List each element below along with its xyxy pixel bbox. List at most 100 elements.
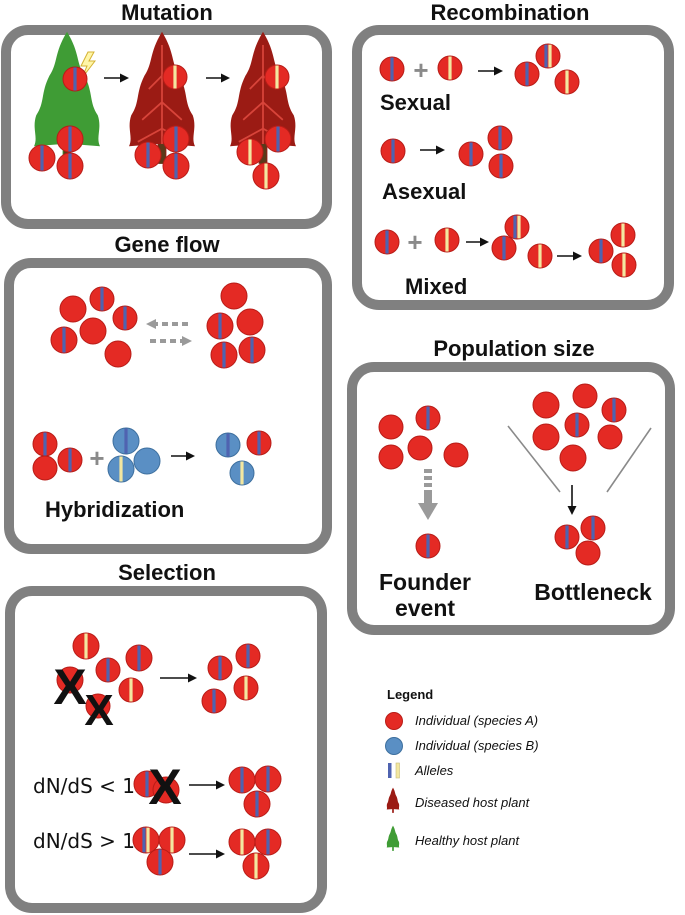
red-individual-icon xyxy=(527,243,553,269)
red-individual-icon xyxy=(380,138,406,164)
allele-blue xyxy=(391,139,395,163)
allele-blue xyxy=(222,342,226,368)
red-individual-icon xyxy=(443,442,469,468)
red-individual-icon xyxy=(50,326,78,354)
red-individual-icon xyxy=(158,826,186,854)
alleles-icon xyxy=(388,762,400,779)
legend-label-alleles: Alleles xyxy=(414,763,454,778)
red-individual-icon xyxy=(235,643,261,669)
blue-individual-icon xyxy=(107,455,135,483)
allele-yellow xyxy=(119,456,123,482)
red-individual-icon xyxy=(62,66,88,92)
red-individual-icon xyxy=(118,677,144,703)
allele-blue xyxy=(123,306,127,330)
x-mark-icon: X xyxy=(53,659,86,715)
mixed-label: Mixed xyxy=(405,274,467,299)
allele-blue xyxy=(240,767,244,793)
allele-blue xyxy=(158,849,162,875)
allele-blue xyxy=(513,215,517,239)
legend-title: Legend xyxy=(387,687,433,702)
diseased-tree-icon xyxy=(386,787,400,813)
allele-yellow xyxy=(621,223,625,247)
red-individual-icon xyxy=(254,765,282,793)
allele-blue xyxy=(212,689,216,713)
allele-yellow xyxy=(517,215,521,239)
red-individual-icon xyxy=(385,712,403,730)
red-individual-icon xyxy=(564,412,590,438)
allele-blue xyxy=(100,287,104,311)
allele-yellow xyxy=(445,228,449,252)
hybridization-label: Hybridization xyxy=(45,497,184,522)
red-individual-icon xyxy=(588,238,614,264)
allele-blue xyxy=(146,142,150,168)
red-individual-icon xyxy=(72,632,100,660)
red-individual-icon xyxy=(559,444,587,472)
allele-blue xyxy=(591,516,595,540)
red-individual-icon xyxy=(437,55,463,81)
allele-blue xyxy=(612,398,616,422)
red-individual-icon xyxy=(162,64,188,90)
allele-blue xyxy=(142,827,146,853)
allele-blue xyxy=(174,126,178,152)
red-individual-icon xyxy=(487,125,513,151)
allele-yellow xyxy=(548,44,552,68)
red-individual-icon xyxy=(207,655,233,681)
allele-blue xyxy=(68,126,72,152)
red-individual-icon xyxy=(152,776,180,804)
red-individual-icon xyxy=(415,405,441,431)
red-individual-icon xyxy=(56,125,84,153)
red-individual-icon xyxy=(580,515,606,541)
blue-individual-icon xyxy=(215,432,241,458)
red-individual-icon xyxy=(554,524,580,550)
allele-blue xyxy=(525,62,529,86)
red-individual-icon xyxy=(210,341,238,369)
red-individual-icon xyxy=(201,688,227,714)
selection-title: Selection xyxy=(118,560,216,585)
red-individual-icon xyxy=(532,391,560,419)
red-individual-icon xyxy=(56,152,84,180)
red-individual-icon xyxy=(597,424,623,450)
plus-sign: + xyxy=(89,443,104,473)
red-individual-icon xyxy=(162,125,190,153)
allele-yellow xyxy=(170,827,174,853)
allele-blue xyxy=(73,67,77,91)
allele-blue xyxy=(68,448,72,472)
red-individual-icon xyxy=(32,431,58,457)
red-individual-icon xyxy=(146,848,174,876)
red-individual-icon xyxy=(575,540,601,566)
red-individual-icon xyxy=(374,229,400,255)
allele-blue xyxy=(575,413,579,437)
red-individual-icon xyxy=(162,152,190,180)
allele-blue xyxy=(246,644,250,668)
allele-yellow xyxy=(248,139,252,165)
red-individual-icon xyxy=(415,533,441,559)
allele-blue xyxy=(68,153,72,179)
allele-blue xyxy=(266,766,270,792)
red-individual-icon xyxy=(254,828,282,856)
allele-blue xyxy=(599,239,603,263)
red-individual-icon xyxy=(601,397,627,423)
red-individual-icon xyxy=(28,144,56,172)
allele-blue xyxy=(226,433,230,457)
blue-individual-icon xyxy=(133,447,161,475)
red-individual-icon xyxy=(238,336,266,364)
allele-yellow xyxy=(264,163,268,189)
red-individual-icon xyxy=(535,43,561,69)
red-individual-icon xyxy=(246,430,272,456)
bottleneck-funnel-left xyxy=(507,425,561,493)
red-individual-icon xyxy=(236,138,264,166)
x-mark-icon: X xyxy=(148,759,181,815)
red-individual-icon xyxy=(79,317,107,345)
x-mark-icon: X xyxy=(84,686,113,735)
allele-blue xyxy=(145,771,149,797)
red-individual-icon xyxy=(379,56,405,82)
allele-yellow xyxy=(129,678,133,702)
red-individual-icon xyxy=(554,69,580,95)
allele-blue xyxy=(565,525,569,549)
allele-yellow xyxy=(565,70,569,94)
red-individual-icon xyxy=(59,295,87,323)
blue-individual-icon xyxy=(385,737,403,755)
red-individual-icon xyxy=(236,308,264,336)
allele-blue xyxy=(40,145,44,171)
